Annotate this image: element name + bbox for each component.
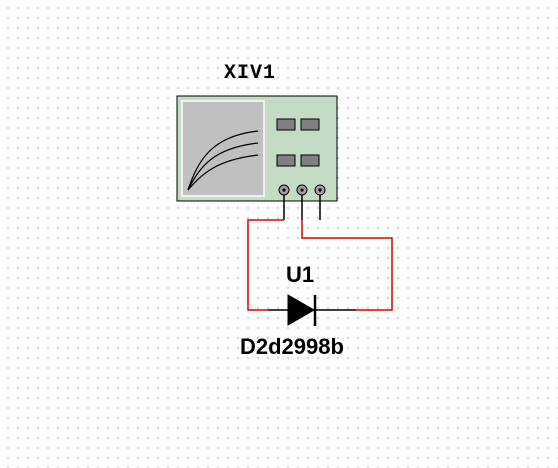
diode-triangle-icon — [287, 294, 316, 326]
instrument-terminal[interactable] — [278, 184, 290, 196]
terminal-leads — [283, 195, 321, 220]
diode-value-label[interactable]: D2d2998b — [240, 334, 344, 359]
instrument-button[interactable] — [300, 154, 320, 167]
instrument-button[interactable] — [300, 118, 320, 131]
instrument-screen — [181, 100, 265, 197]
instrument-button[interactable] — [276, 118, 296, 131]
instrument-reference-label[interactable]: XIV1 — [224, 62, 277, 85]
iv-analyzer-instrument[interactable] — [176, 95, 338, 202]
wire-cathode[interactable] — [301, 220, 393, 311]
diode-symbol[interactable] — [268, 294, 356, 326]
instrument-terminal[interactable] — [296, 184, 308, 196]
diode-reference-label[interactable]: U1 — [286, 262, 315, 287]
iv-curves-icon — [187, 130, 259, 191]
wire-anode[interactable] — [247, 219, 284, 311]
instrument-button[interactable] — [276, 154, 296, 167]
instrument-terminal[interactable] — [314, 184, 326, 196]
